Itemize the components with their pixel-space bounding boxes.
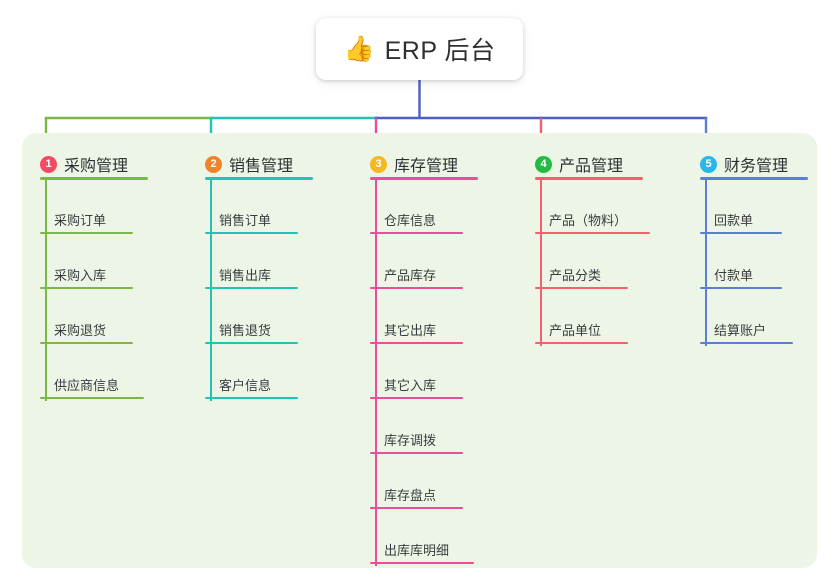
module-item-label: 客户信息 — [219, 378, 272, 393]
root-node-title: ERP 后台 — [384, 37, 496, 65]
thumbs-up-icon: 👍 — [343, 34, 375, 63]
module-item[interactable]: 采购退货 — [40, 314, 133, 344]
module-item[interactable]: 产品单位 — [535, 314, 628, 344]
module-item-rule — [535, 232, 650, 234]
module-item-label: 销售出库 — [219, 268, 272, 283]
module-header-rule — [205, 177, 313, 180]
module-number-badge: 4 — [535, 155, 552, 173]
module-item-label: 结算账户 — [714, 323, 767, 338]
root-node-erp-backend[interactable]: 👍 ERP 后台 — [316, 18, 523, 80]
module-item-rule — [40, 342, 133, 344]
module-item-label: 其它入库 — [384, 378, 437, 393]
module-title: 产品管理 — [559, 158, 624, 175]
module-item-rule — [370, 562, 474, 564]
module-item-label: 销售退货 — [219, 323, 272, 338]
module-title: 采购管理 — [64, 158, 129, 175]
module-item[interactable]: 销售出库 — [205, 259, 298, 289]
module-title: 销售管理 — [229, 158, 294, 175]
module-item-label: 供应商信息 — [54, 378, 120, 393]
module-item-rule — [205, 397, 298, 399]
module-number-badge: 3 — [370, 155, 387, 173]
module-spine-line — [210, 179, 212, 401]
module-item-rule — [370, 452, 463, 454]
module-header-3[interactable]: 3 库存管理 — [370, 152, 458, 176]
module-item[interactable]: 付款单 — [700, 259, 782, 289]
module-spine-line — [45, 179, 47, 401]
module-item-rule — [535, 287, 628, 289]
module-item[interactable]: 采购入库 — [40, 259, 133, 289]
module-item[interactable]: 库存盘点 — [370, 479, 463, 509]
module-title: 库存管理 — [394, 158, 459, 175]
module-item[interactable]: 产品（物料） — [535, 204, 650, 234]
module-header-rule — [535, 177, 643, 180]
module-item[interactable]: 产品分类 — [535, 259, 628, 289]
module-item-rule — [40, 232, 133, 234]
module-spine-line — [540, 179, 542, 346]
module-item-label: 库存盘点 — [384, 488, 437, 503]
module-item-rule — [370, 287, 463, 289]
module-item-label: 采购退货 — [54, 323, 107, 338]
module-item-label: 产品库存 — [384, 268, 437, 283]
module-number-badge: 5 — [700, 155, 717, 173]
module-item-label: 出库库明细 — [384, 543, 450, 558]
module-item-rule — [205, 342, 298, 344]
module-item[interactable]: 销售退货 — [205, 314, 298, 344]
module-item-rule — [205, 287, 298, 289]
module-item-rule — [700, 342, 793, 344]
module-title: 财务管理 — [724, 158, 789, 175]
module-item-rule — [40, 397, 144, 399]
module-item-label: 产品单位 — [549, 323, 602, 338]
module-item-label: 产品分类 — [549, 268, 602, 283]
module-item-label: 采购入库 — [54, 268, 107, 283]
module-item-rule — [40, 287, 133, 289]
module-item[interactable]: 其它入库 — [370, 369, 463, 399]
module-header-rule — [40, 177, 148, 180]
module-item-label: 销售订单 — [219, 213, 272, 228]
module-item[interactable]: 采购订单 — [40, 204, 133, 234]
module-header-4[interactable]: 4 产品管理 — [535, 152, 623, 176]
module-item-label: 其它出库 — [384, 323, 437, 338]
module-item[interactable]: 供应商信息 — [40, 369, 144, 399]
module-item-label: 采购订单 — [54, 213, 107, 228]
module-item[interactable]: 库存调拨 — [370, 424, 463, 454]
module-item[interactable]: 出库库明细 — [370, 534, 474, 564]
module-item-label: 产品（物料） — [549, 213, 628, 228]
module-item-rule — [205, 232, 298, 234]
module-item-label: 仓库信息 — [384, 213, 437, 228]
module-header-5[interactable]: 5 财务管理 — [700, 152, 788, 176]
module-item[interactable]: 回款单 — [700, 204, 782, 234]
module-header-rule — [700, 177, 808, 180]
module-number-badge: 2 — [205, 155, 222, 173]
module-spine-line — [705, 179, 707, 346]
module-item-label: 库存调拨 — [384, 433, 437, 448]
modules-panel — [22, 133, 817, 568]
module-item[interactable]: 产品库存 — [370, 259, 463, 289]
module-item-rule — [535, 342, 628, 344]
module-item[interactable]: 客户信息 — [205, 369, 298, 399]
module-item-rule — [370, 232, 463, 234]
module-item-rule — [700, 287, 782, 289]
module-item[interactable]: 仓库信息 — [370, 204, 463, 234]
module-item-label: 付款单 — [714, 268, 754, 283]
module-item-rule — [370, 342, 463, 344]
module-spine-line — [375, 179, 377, 566]
module-header-2[interactable]: 2 销售管理 — [205, 152, 293, 176]
module-item-rule — [370, 507, 463, 509]
module-header-rule — [370, 177, 478, 180]
module-item-rule — [700, 232, 782, 234]
module-item-label: 回款单 — [714, 213, 754, 228]
module-item[interactable]: 其它出库 — [370, 314, 463, 344]
module-item[interactable]: 销售订单 — [205, 204, 298, 234]
module-header-1[interactable]: 1 采购管理 — [40, 152, 128, 176]
module-item-rule — [370, 397, 463, 399]
module-number-badge: 1 — [40, 155, 57, 173]
module-item[interactable]: 结算账户 — [700, 314, 793, 344]
